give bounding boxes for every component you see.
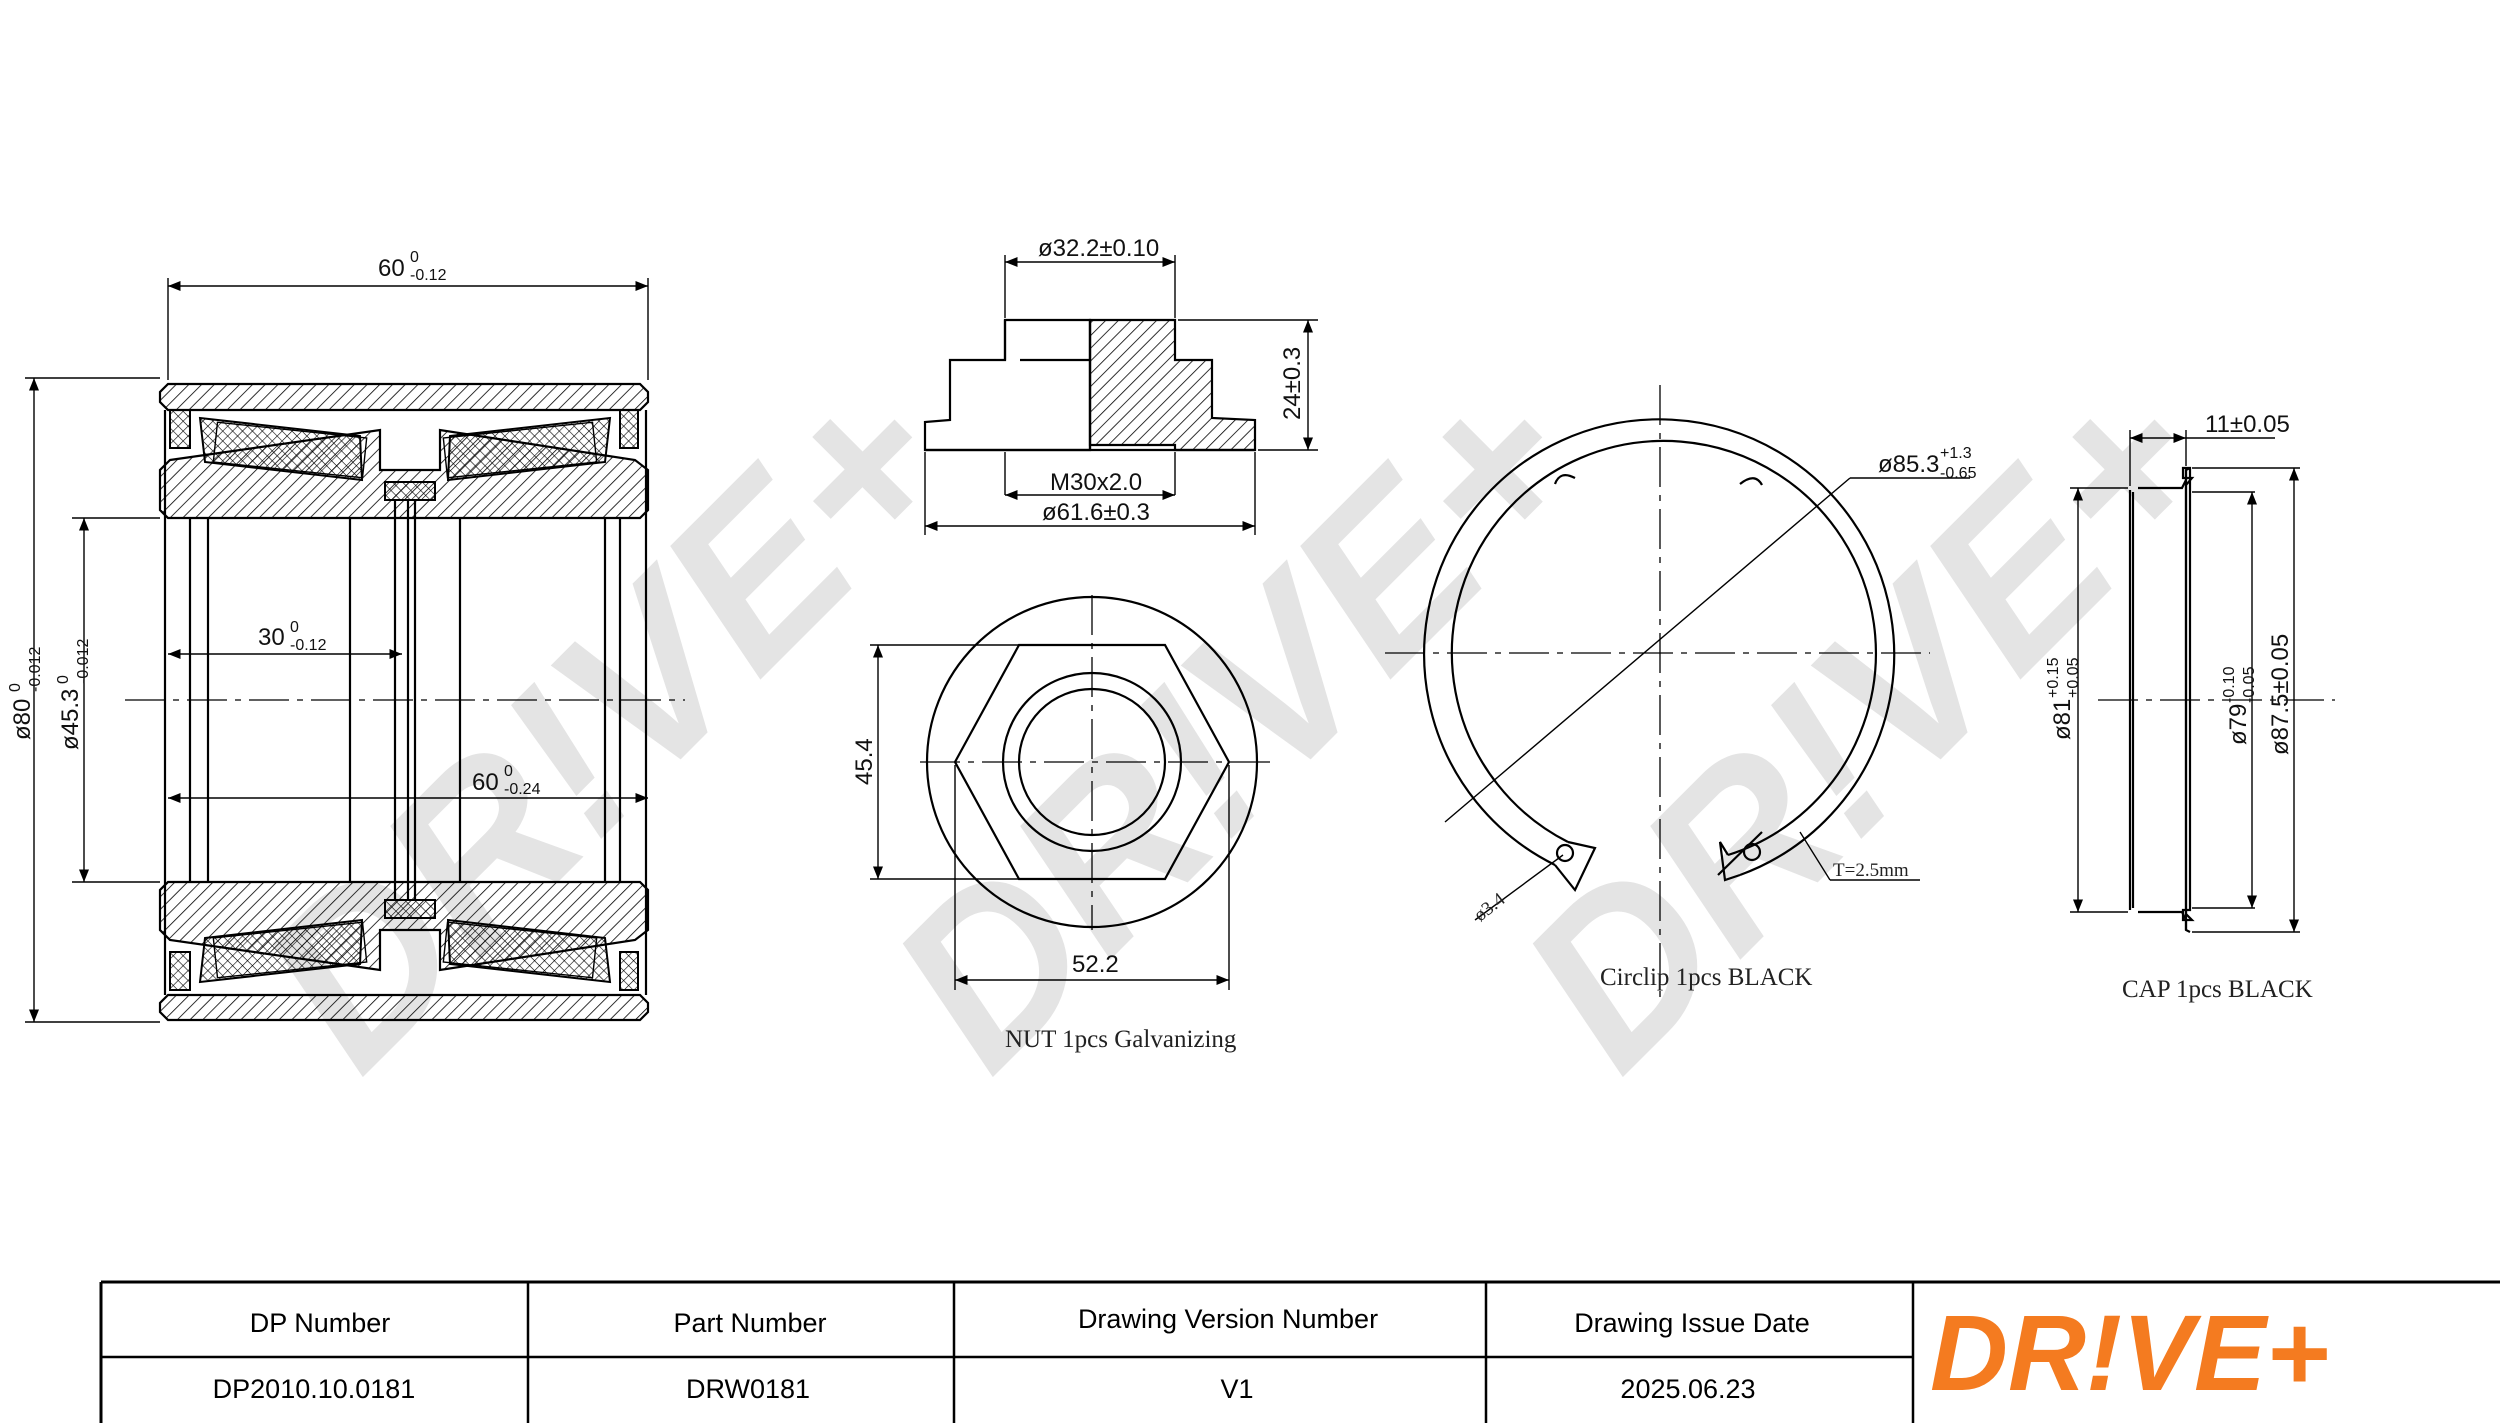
cap-dia-81-dim: ø81 bbox=[2049, 699, 2076, 740]
bearing-half-width-tol-upper: 0 bbox=[290, 619, 299, 636]
circlip-thickness-dim: T=2.5mm bbox=[1833, 860, 1909, 881]
brand-logo: DR!VE+ bbox=[1930, 1292, 2329, 1413]
nut-across-corners-dim: 52.2 bbox=[1072, 951, 1119, 978]
cap-view: 11±0.05 ø81 +0.15 +0.05 ø79 -0.10 -0.05 … bbox=[2045, 411, 2335, 1003]
nut-front-view: 45.4 52.2 NUT 1pcs Galvanizing bbox=[851, 595, 1275, 1053]
nut-flange-dia-dim: ø61.6±0.3 bbox=[1042, 499, 1150, 526]
cap-dia-79-tol-lower: -0.05 bbox=[2241, 666, 2258, 703]
nut-across-flats-dim: 45.4 bbox=[851, 738, 878, 785]
bearing-inner-width-tol-lower: -0.24 bbox=[504, 781, 541, 798]
bearing-inner-width-tol-upper: 0 bbox=[504, 763, 513, 780]
nut-caption: NUT 1pcs Galvanizing bbox=[1005, 1026, 1237, 1053]
header-part-number: Part Number bbox=[673, 1308, 826, 1338]
cap-caption: CAP 1pcs BLACK bbox=[2122, 976, 2313, 1003]
bearing-half-width-tol-lower: -0.12 bbox=[290, 637, 327, 654]
bearing-outer-dia-tol-lower: -0.012 bbox=[27, 647, 44, 692]
circlip-dia-dim: ø85.3 bbox=[1878, 451, 1939, 478]
value-issue-date: 2025.06.23 bbox=[1620, 1374, 1755, 1404]
cap-dia-81-tol-lower: +0.05 bbox=[2065, 657, 2082, 698]
bearing-inner-width-dim: 60 bbox=[472, 769, 499, 796]
circlip-dia-tol-lower: -0.65 bbox=[1940, 465, 1977, 482]
bearing-outer-dia-tol-upper: 0 bbox=[7, 683, 24, 692]
bearing-half-width-dim: 30 bbox=[258, 624, 285, 651]
nut-side-view: ø32.2±0.10 24±0.3 M30x2.0 ø61.6±0.3 bbox=[923, 235, 1318, 535]
bearing-outer-dia-dim: ø80 bbox=[9, 699, 36, 740]
bearing-bore-dia-tol-lower: -0.012 bbox=[75, 639, 92, 684]
nut-thread-dim: M30x2.0 bbox=[1050, 469, 1142, 496]
circlip-caption: Circlip 1pcs BLACK bbox=[1600, 964, 1813, 991]
bearing-width-tol-lower: -0.12 bbox=[410, 267, 447, 284]
cap-dia-79-tol-upper: -0.10 bbox=[2221, 666, 2238, 703]
cap-depth-dim: 11±0.05 bbox=[2205, 411, 2290, 438]
cap-dia-875-dim: ø87.5±0.05 bbox=[2267, 634, 2294, 755]
value-drawing-version: V1 bbox=[1220, 1374, 1253, 1404]
nut-collar-dia-dim: ø32.2±0.10 bbox=[1038, 235, 1159, 262]
bearing-bore-dia-tol-upper: 0 bbox=[55, 675, 72, 684]
nut-height-dim: 24±0.3 bbox=[1279, 347, 1306, 420]
bearing-bore-dia-dim: ø45.3 bbox=[57, 689, 84, 750]
title-block: DP Number Part Number Drawing Version Nu… bbox=[99, 1280, 2500, 1423]
header-drawing-version: Drawing Version Number bbox=[1078, 1304, 1378, 1334]
value-part-number: DRW0181 bbox=[686, 1374, 810, 1404]
bearing-width-tol-upper: 0 bbox=[410, 249, 419, 266]
value-dp-number: DP2010.10.0181 bbox=[213, 1374, 416, 1404]
header-dp-number: DP Number bbox=[250, 1308, 391, 1338]
cap-dia-81-tol-upper: +0.15 bbox=[2045, 657, 2062, 698]
cap-dia-79-dim: ø79 bbox=[2225, 704, 2252, 745]
circlip-dia-tol-upper: +1.3 bbox=[1940, 445, 1972, 462]
bearing-section-view: 60 0 -0.12 ø80 0 -0.012 ø45.3 0 -0.012 3… bbox=[7, 249, 685, 1023]
bearing-width-dim: 60 bbox=[378, 255, 405, 282]
header-issue-date: Drawing Issue Date bbox=[1574, 1308, 1810, 1338]
